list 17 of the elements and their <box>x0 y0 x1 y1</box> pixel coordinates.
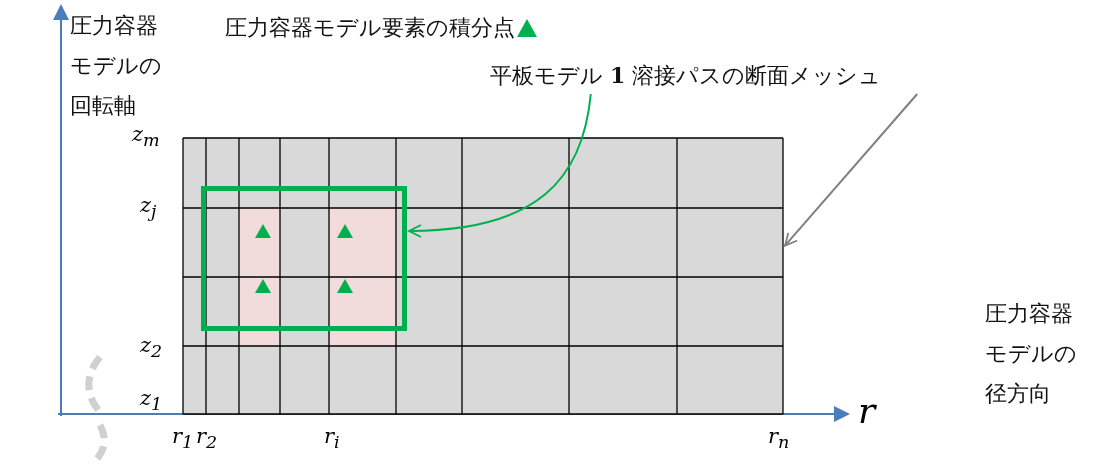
callout-text: 平板モデル 1 溶接パスの断面メッシュ <box>490 58 970 92</box>
mesh-grid <box>183 138 783 414</box>
axis-label: 圧力容器モデルの径方向 <box>985 300 1078 408</box>
axis-tick-label: r$_{n}$ <box>768 424 790 453</box>
legend-text: 圧力容器モデル要素の積分点 <box>225 14 515 42</box>
axis-label: r <box>858 390 876 431</box>
axis-tick-label: r$_{2}$ <box>196 424 218 453</box>
arrow <box>784 93 919 247</box>
axis-tick-label: z$_{1}$ <box>140 386 163 415</box>
axis-tick-label: z$_{m}$ <box>132 122 160 151</box>
arrow <box>408 93 592 238</box>
axis-label: 圧力容器モデルの回転軸 <box>70 12 163 120</box>
axis-tick-label: r$_{i}$ <box>324 424 340 453</box>
highlight-rectangle <box>201 186 407 331</box>
axis-tick-label: z$_{j}$ <box>140 193 157 222</box>
axis-tick-label: z$_{2}$ <box>140 333 163 362</box>
axis-tick-label: r$_{1}$ <box>172 424 194 453</box>
